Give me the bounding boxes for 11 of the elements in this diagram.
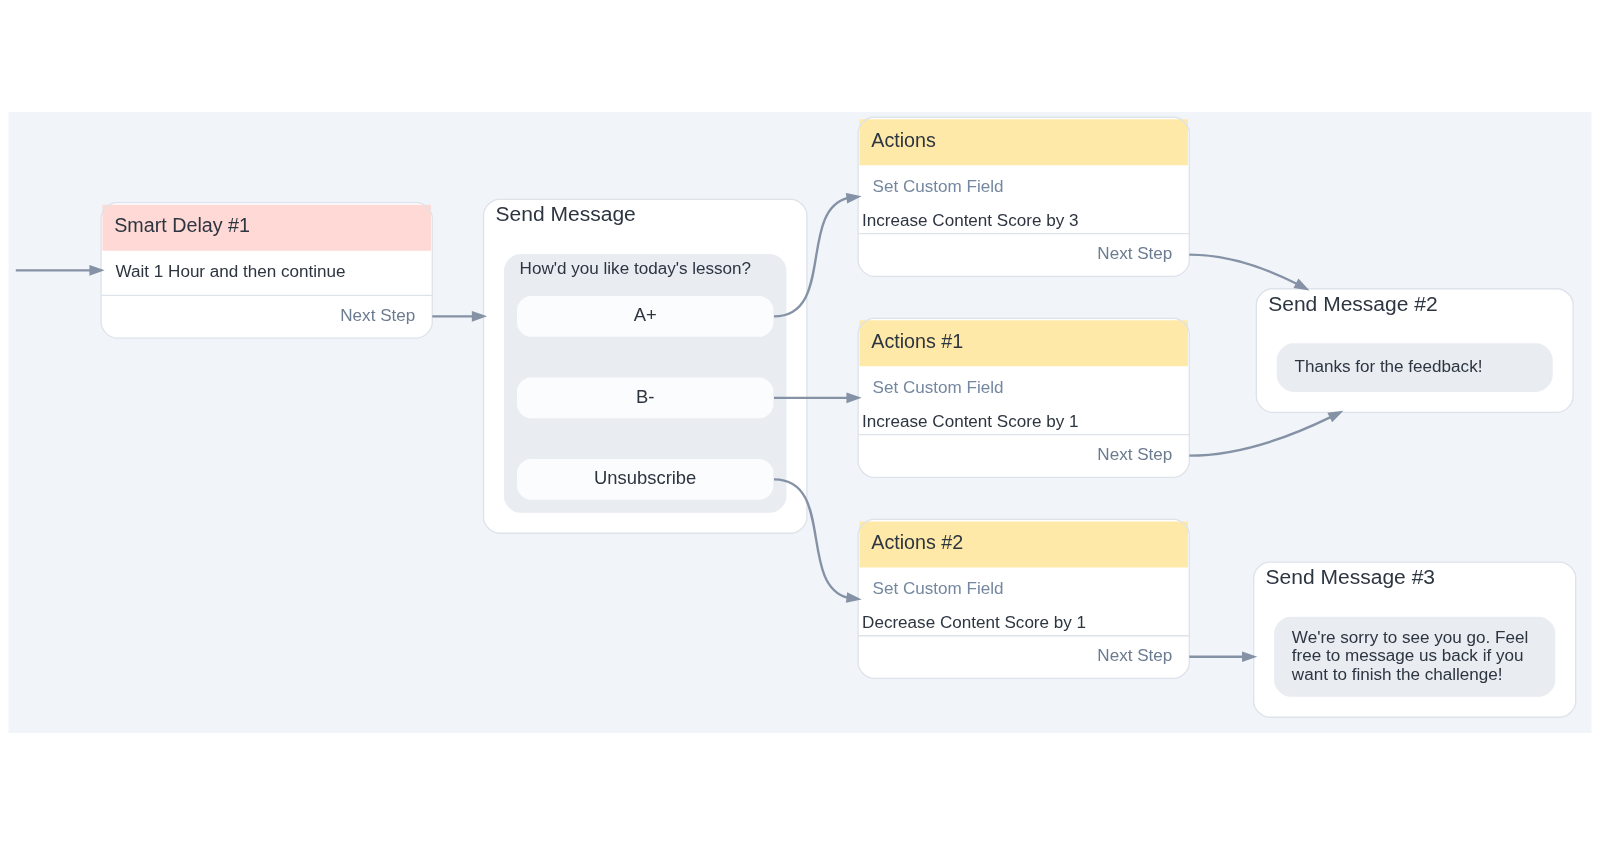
arrow — [773, 477, 862, 603]
arrow — [15, 264, 105, 276]
arrow — [1189, 410, 1344, 457]
node-box: B- — [517, 377, 774, 418]
arrow — [432, 310, 488, 322]
arrow — [774, 392, 862, 403]
node-box: Unsubscribe — [517, 458, 774, 500]
arrow — [1189, 252, 1310, 290]
arrow — [1189, 650, 1258, 662]
node-box: A+ — [517, 295, 774, 337]
arrow — [773, 192, 862, 318]
